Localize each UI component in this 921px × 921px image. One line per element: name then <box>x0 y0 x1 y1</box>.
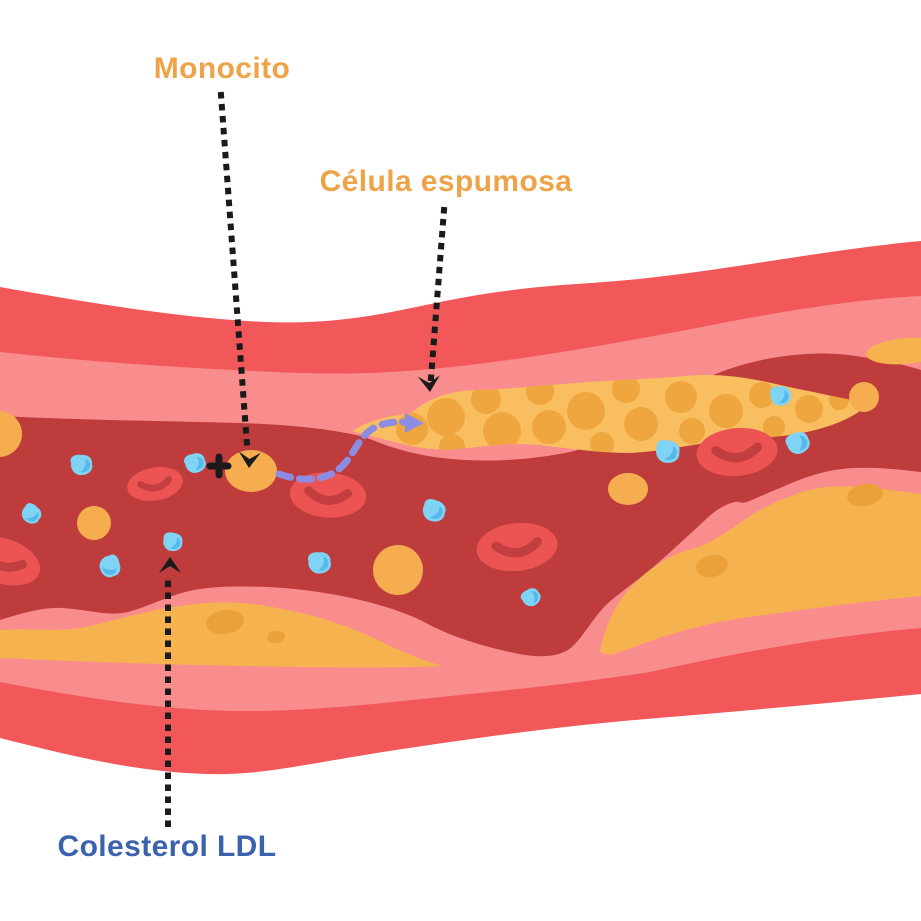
cholesterol-droplet <box>608 473 648 505</box>
foam-cell-blobs <box>396 375 849 453</box>
cholesterol-droplet <box>373 545 423 595</box>
monocyte <box>225 450 277 492</box>
monocyte-migration-arrow <box>275 418 408 483</box>
cholesterol-droplet <box>77 506 111 540</box>
ldl-label: Colesterol LDL <box>57 830 277 863</box>
foam-cell-label: Célula espumosa <box>319 165 573 198</box>
plaque-deposit-bottom-left <box>0 602 443 668</box>
cholesterol-droplet <box>0 411 22 457</box>
plus-icon <box>206 453 232 479</box>
pointer-line-foam-cell <box>427 206 448 382</box>
foam-cell-plaque <box>352 374 868 453</box>
migration-arrowhead-icon <box>405 413 424 433</box>
plaque-sliver-right <box>866 337 921 365</box>
plaque-deposit-bottom-right <box>600 483 921 655</box>
cholesterol-droplets <box>0 382 879 595</box>
cholesterol-droplet <box>849 382 879 412</box>
monocyte-label: Monocito <box>153 52 291 85</box>
pointer-line-monocyte <box>217 91 251 449</box>
